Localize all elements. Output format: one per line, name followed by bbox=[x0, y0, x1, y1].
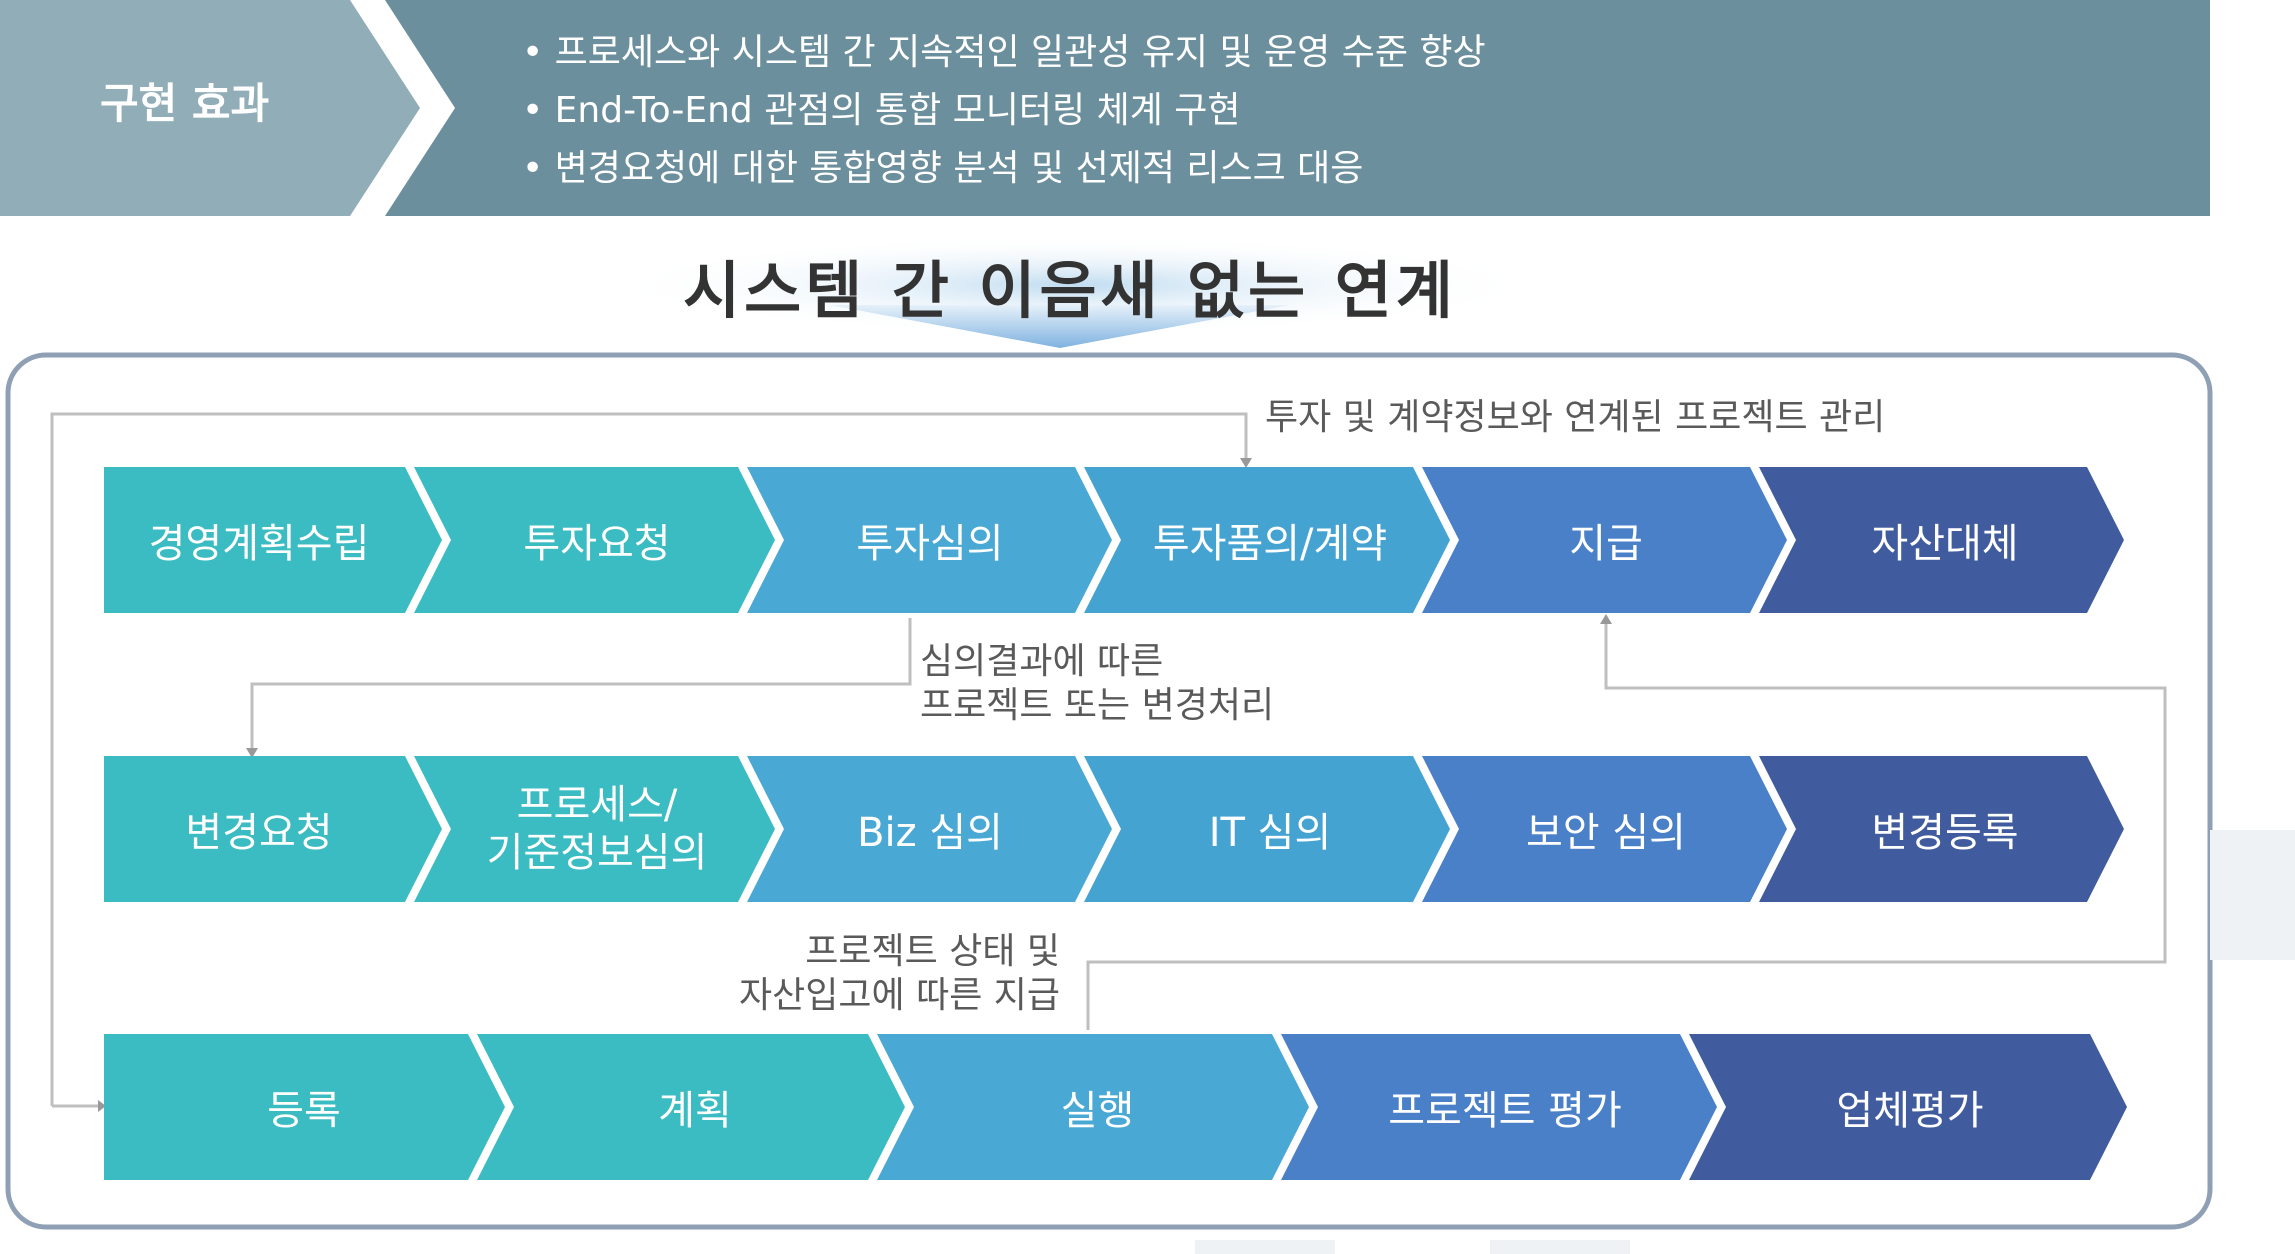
step-label: 지급 bbox=[1569, 521, 1643, 567]
chevron-step bbox=[1422, 756, 1787, 902]
chevron-step bbox=[104, 467, 442, 613]
chevron-step bbox=[104, 756, 442, 902]
connector-top bbox=[50, 412, 1248, 1106]
connector-right bbox=[1086, 618, 2167, 1030]
step-label: 투자품의/계약 bbox=[1152, 521, 1388, 567]
chevron-step bbox=[414, 756, 775, 902]
chevron-step bbox=[747, 756, 1112, 902]
note-bottom: 프로젝트 상태 및 자산입고에 따른 지급 bbox=[730, 930, 1060, 1018]
step-label: 실행 bbox=[1060, 1088, 1135, 1134]
page-title: 시스템 간 이음새 없는 연계 bbox=[683, 254, 1457, 327]
step-label: 투자요청 bbox=[523, 521, 671, 567]
header-bullets: • 프로세스와 시스템 간 지속적인 일관성 유지 및 운영 수준 향상 • E… bbox=[522, 24, 1486, 198]
chevron-step bbox=[1689, 1034, 2127, 1180]
step-label: 프로젝트 평가 bbox=[1388, 1088, 1622, 1134]
title-glow bbox=[605, 235, 1545, 335]
arrowhead-icon bbox=[1600, 614, 1612, 624]
note-bottom-line2: 자산입고에 따른 지급 bbox=[739, 975, 1060, 1016]
chevron-step bbox=[1422, 467, 1787, 613]
deco-square bbox=[1490, 1240, 1630, 1254]
note-middle-line2: 프로젝트 또는 변경처리 bbox=[920, 685, 1275, 726]
step-label: 경영계획수립 bbox=[148, 521, 370, 567]
chevron-step bbox=[414, 467, 775, 613]
arrowhead-icon bbox=[246, 748, 258, 758]
step-label: Biz 심의 bbox=[857, 810, 1003, 856]
arrowhead-icon bbox=[1240, 458, 1252, 468]
step-label: 보안 심의 bbox=[1526, 810, 1686, 856]
step-label: 등록 bbox=[267, 1088, 341, 1134]
chevron-step bbox=[1084, 756, 1450, 902]
chevron-step bbox=[104, 1034, 505, 1180]
step-label-multiline: 프로세스/ 기준정보심의 bbox=[440, 756, 754, 902]
note-top: 투자 및 계약정보와 연계된 프로젝트 관리 bbox=[1265, 397, 1886, 438]
chevron-step bbox=[1281, 1034, 1717, 1180]
header-bullet: • End-To-End 관점의 통합 모니터링 체계 구현 bbox=[522, 90, 1241, 131]
chevron-step bbox=[1084, 467, 1450, 613]
header-bullet: • 변경요청에 대한 통합영향 분석 및 선제적 리스크 대응 bbox=[522, 148, 1364, 189]
chevron-step bbox=[477, 1034, 905, 1180]
chevron-step bbox=[747, 467, 1112, 613]
step-label: 업체평가 bbox=[1836, 1088, 1984, 1134]
step-label-line1: 프로세스/ bbox=[516, 782, 678, 828]
step-label: 변경등록 bbox=[1871, 810, 2019, 856]
chevron-step bbox=[1759, 467, 2124, 613]
note-middle-line1: 심의결과에 따른 bbox=[920, 641, 1164, 682]
step-label: 계획 bbox=[658, 1088, 732, 1134]
arrowhead-icon bbox=[98, 1100, 106, 1112]
step-label-line2: 기준정보심의 bbox=[486, 830, 708, 876]
frame-border bbox=[5, 352, 2213, 1230]
chevron-step bbox=[1759, 756, 2124, 902]
header-bullet: • 프로세스와 시스템 간 지속적인 일관성 유지 및 운영 수준 향상 bbox=[522, 32, 1486, 73]
step-label: IT 심의 bbox=[1208, 810, 1332, 856]
chevron-step bbox=[877, 1034, 1309, 1180]
deco-square bbox=[1195, 1240, 1335, 1254]
deco-square bbox=[2210, 830, 2295, 960]
down-arrow-icon bbox=[830, 305, 1290, 348]
step-label: 변경요청 bbox=[185, 810, 333, 856]
note-bottom-line1: 프로젝트 상태 및 bbox=[805, 931, 1060, 972]
step-label: 자산대체 bbox=[1871, 521, 2019, 567]
header-tag-shape bbox=[0, 0, 420, 216]
note-middle: 심의결과에 따른 프로젝트 또는 변경처리 bbox=[920, 640, 1274, 728]
connector-middle bbox=[250, 618, 912, 750]
header-tag-label: 구현 효과 bbox=[100, 79, 270, 128]
header-band-shape bbox=[385, 0, 2210, 216]
step-label: 투자심의 bbox=[856, 521, 1004, 567]
